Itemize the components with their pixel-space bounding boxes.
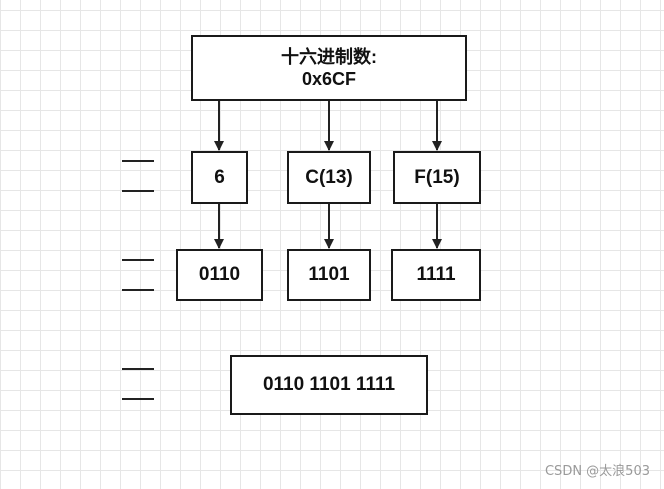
step-mark-line	[122, 190, 154, 192]
hex-number-label: 十六进制数:	[281, 46, 377, 67]
hex-digit-box: F(15)	[393, 151, 481, 204]
binary-nibble-box: 1111	[391, 249, 481, 301]
hex-digit-box: 6	[191, 151, 248, 204]
hex-digit-box: C(13)	[287, 151, 371, 204]
step-mark-line	[122, 160, 154, 162]
hex-number-value: 0x6CF	[301, 69, 357, 89]
binary-nibble-box: 1101	[287, 249, 371, 301]
step-mark-line	[122, 398, 154, 400]
step-mark-line	[122, 259, 154, 261]
binary-nibble-box: 0110	[176, 249, 263, 301]
step-mark-line	[122, 289, 154, 291]
binary-result-box: 0110 1101 1111	[230, 355, 428, 415]
step-mark-line	[122, 368, 154, 370]
watermark-text: CSDN @太浪503	[544, 464, 650, 479]
hex-number-box: 十六进制数: 0x6CF	[191, 35, 467, 101]
